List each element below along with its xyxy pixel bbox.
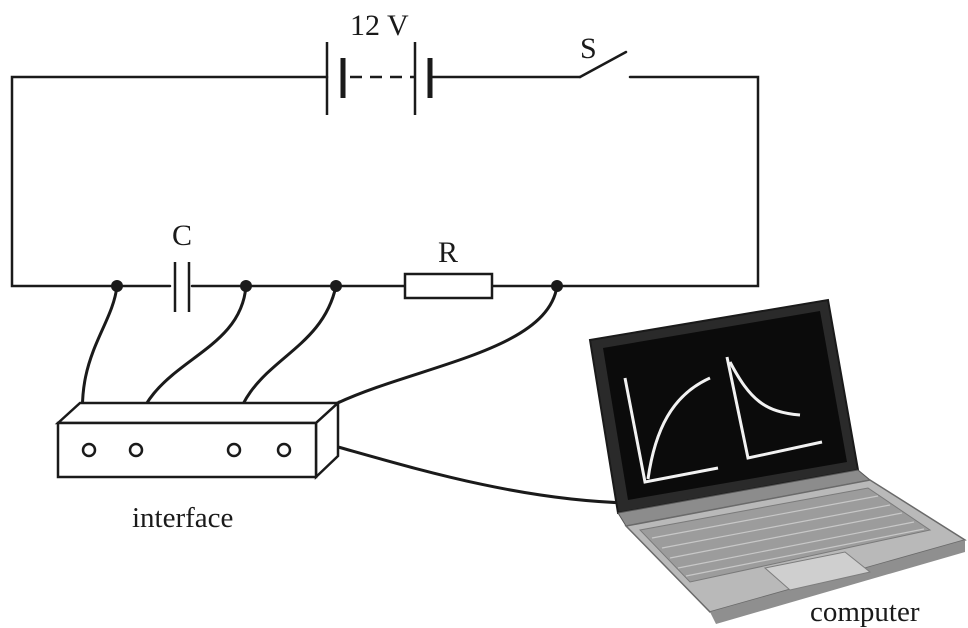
graph-left-axes [623,377,719,484]
switch-symbol [578,50,628,79]
screen-graphs [623,356,823,484]
interface-top-face [54,401,342,425]
interface-cable [337,445,629,505]
laptop [588,298,967,624]
laptop-screen [603,311,847,500]
interface-socket [276,442,292,458]
graph-right-curve [728,361,801,417]
graph-right-axes [725,356,823,460]
interface-socket [226,442,242,458]
interface-front-face [56,421,318,479]
switch-label: S [580,32,597,65]
keyboard-keys [651,495,925,577]
laptop-base-edge [710,540,965,624]
interface-socket [128,442,144,458]
interface-box [54,400,342,480]
battery-label: 12 V [350,9,409,42]
resistor-label: R [438,236,458,269]
interface-label: interface [132,502,233,534]
graph-left-curve [646,376,711,480]
capacitor-symbol [173,262,191,312]
circuit-loop [10,75,760,288]
laptop-touchpad [763,551,872,591]
computer-label: computer [810,596,920,628]
capacitor-label: C [172,219,192,252]
wire-right [490,75,760,288]
battery-symbol [325,42,433,115]
resistor-symbol [403,272,494,300]
interface-socket [81,442,97,458]
switch-blade [578,50,628,79]
wire-left-top [10,75,329,288]
